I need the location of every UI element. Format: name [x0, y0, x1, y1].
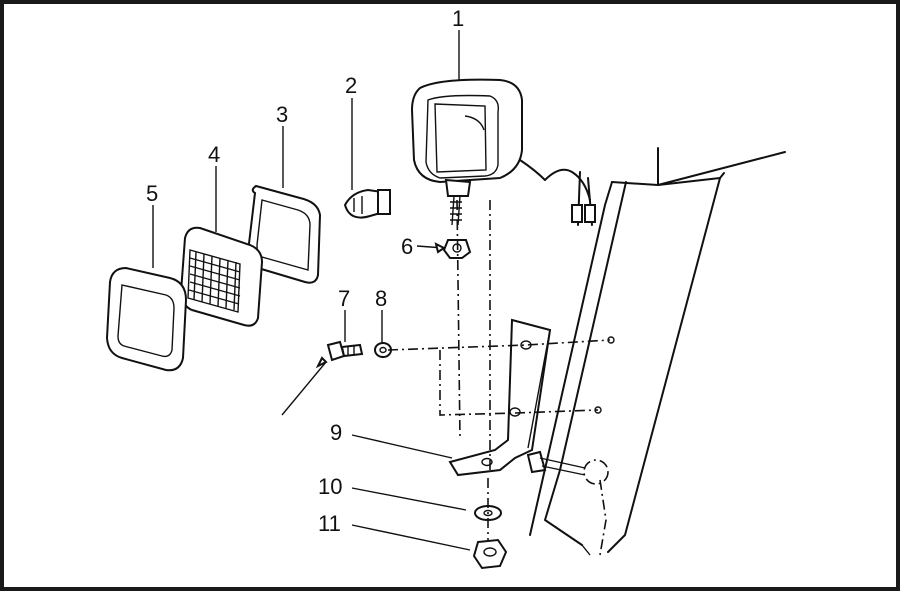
callout-11: 11	[318, 511, 341, 536]
assembly-center-lines	[387, 199, 615, 540]
callout-3: 3	[276, 102, 288, 127]
callout-8: 8	[375, 286, 387, 311]
callout-6: 6	[401, 234, 413, 259]
lens	[179, 226, 264, 327]
lamp-housing	[410, 78, 596, 226]
bezel-ring	[105, 266, 188, 372]
callout-10: 10	[318, 474, 342, 499]
callout-1: 1	[452, 6, 464, 31]
cab-pillar	[529, 147, 786, 556]
callout-labels: 1 2 3 4 5 6 7 8 9 10 11	[146, 6, 464, 536]
callout-7: 7	[338, 286, 350, 311]
callout-9: 9	[330, 420, 342, 445]
bolt	[326, 340, 364, 362]
nut-11	[472, 538, 508, 570]
mounting-bracket	[448, 318, 552, 477]
callout-2: 2	[345, 73, 357, 98]
callout-4: 4	[208, 142, 220, 167]
callout-5: 5	[146, 181, 158, 206]
leader-lines	[152, 30, 471, 551]
bulb	[343, 188, 391, 219]
side-bolt	[526, 450, 609, 556]
